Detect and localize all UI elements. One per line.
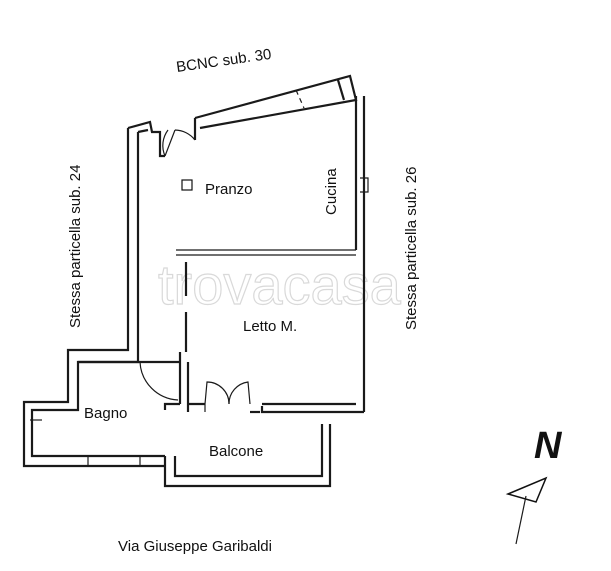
watermark: trovacasa <box>158 253 402 316</box>
room-label-letto: Letto M. <box>243 318 297 335</box>
top-neighbor-label: BCNC sub. 30 <box>175 46 272 76</box>
north-label: N <box>534 425 563 467</box>
doors <box>139 129 251 405</box>
room-label-pranzo: Pranzo <box>205 181 253 198</box>
fixture-square-icon <box>181 179 193 191</box>
street-label: Via Giuseppe Garibaldi <box>118 538 272 555</box>
interior-walls <box>30 249 356 466</box>
north-arrow: N <box>505 425 563 545</box>
left-neighbor-label: Stessa particella sub. 24 <box>67 165 84 328</box>
outer-walls <box>22 74 369 488</box>
room-label-balcone: Balcone <box>209 443 263 460</box>
north-arrow-icon <box>505 476 548 503</box>
room-label-cucina: Cucina <box>323 168 340 215</box>
right-neighbor-label: Stessa particella sub. 26 <box>403 167 420 330</box>
room-label-bagno: Bagno <box>84 405 127 422</box>
